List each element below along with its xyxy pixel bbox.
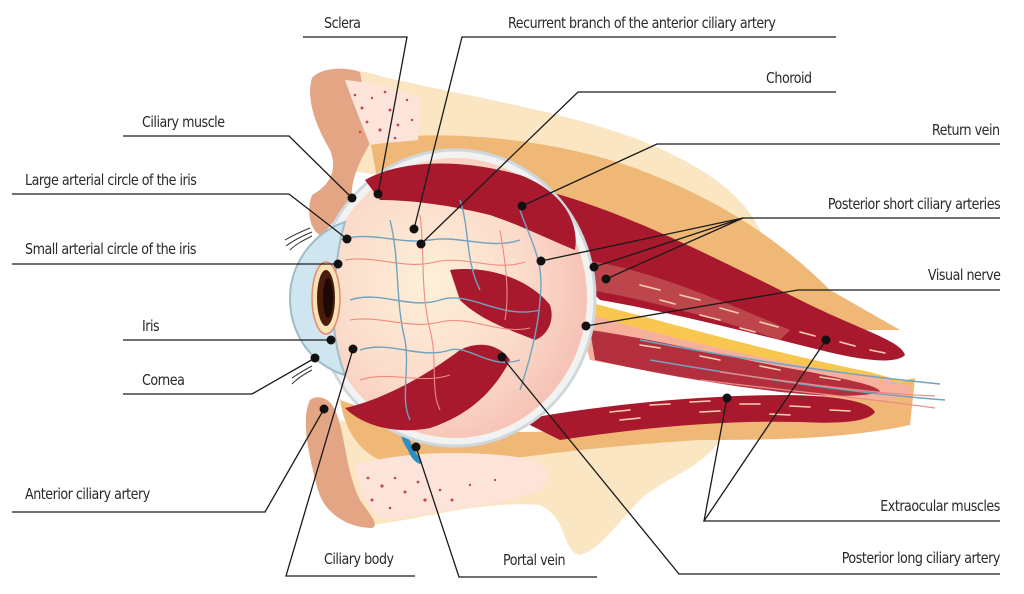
label-return-vein: Return vein [932, 121, 1000, 139]
dot-iris [326, 335, 336, 345]
leader-sclera [303, 36, 408, 195]
leader-visual-nerve [585, 289, 1000, 327]
dot-ciliary-body [348, 344, 358, 354]
dot-choroid [416, 239, 426, 249]
dot-visual-nerve [581, 321, 591, 331]
dot-extraocular-2 [722, 393, 732, 403]
dot-recurrent-branch [409, 224, 419, 234]
label-portal-vein: Portal vein [503, 551, 566, 569]
lower-bone-inner [355, 453, 548, 520]
leader-posterior-short-2 [593, 217, 744, 268]
upper-muscle-wide [520, 185, 905, 361]
label-ciliary-muscle: Ciliary muscle [142, 113, 225, 131]
portal-vein-shape [401, 432, 422, 464]
dot-large-arterial-circle [342, 234, 352, 244]
middle-muscle [590, 330, 880, 396]
label-visual-nerve: Visual nerve [927, 266, 1000, 284]
lower-muscle-on-globe [345, 344, 510, 431]
bone-dots-lower [366, 476, 497, 510]
leader-large-arterial-circle [12, 193, 348, 240]
label-posterior-long-ciliary: Posterior long ciliary artery [841, 549, 1001, 567]
lower-bone [305, 397, 375, 528]
dot-sclera [373, 189, 383, 199]
nerve-fibers [639, 339, 946, 401]
dot-posterior-short-3 [601, 274, 611, 284]
leader-anterior-ciliary-artery [12, 408, 325, 513]
label-extraocular-muscles: Extraocular muscles [880, 497, 1000, 515]
lower-muscle [520, 395, 875, 440]
eyeball [284, 148, 597, 448]
nerve-yellow-band [580, 300, 905, 388]
brow-bone-inner [345, 80, 420, 145]
dot-cornea [310, 353, 320, 363]
leader-lines [12, 36, 1000, 578]
muscle-striations [609, 284, 886, 421]
label-large-arterial-circle: Large arterial circle of the iris [25, 171, 197, 189]
label-choroid: Choroid [766, 69, 812, 87]
nerve-fibers-red [699, 371, 936, 409]
label-small-arterial-circle: Small arterial circle of the iris [25, 240, 196, 258]
dot-small-arterial-circle [333, 259, 343, 269]
label-sclera: Sclera [324, 14, 361, 32]
vessels-veins [339, 199, 542, 421]
label-iris: Iris [142, 317, 160, 335]
dot-posterior-short-2 [589, 262, 599, 272]
eyelashes-upper [284, 227, 313, 251]
label-anterior-ciliary-artery: Anterior ciliary artery [25, 485, 150, 503]
dot-extraocular-1 [821, 335, 831, 345]
leader-recurrent-branch [413, 36, 836, 230]
leader-posterior-short-3 [605, 217, 744, 280]
posterior-muscle-fan [450, 269, 552, 340]
eyelashes-lower [291, 365, 313, 385]
leader-portal-vein [415, 446, 597, 578]
label-ciliary-body: Ciliary body [324, 550, 394, 568]
muscle-upper-shadow [585, 260, 790, 340]
leader-posterior-long [501, 356, 1000, 575]
pupil-inner [323, 278, 333, 318]
dot-return-vein [517, 201, 527, 211]
label-cornea: Cornea [142, 371, 185, 389]
pointer-dots [310, 189, 831, 452]
dot-portal-vein [411, 442, 421, 452]
dot-anterior-ciliary-artery [319, 404, 329, 414]
leader-ciliary-body [285, 348, 415, 577]
dot-posterior-short-1 [536, 256, 546, 266]
leader-choroid [420, 91, 836, 245]
label-recurrent-branch: Recurrent branch of the anterior ciliary… [508, 14, 776, 32]
label-posterior-short-ciliary: Posterior short ciliary arteries [827, 195, 1001, 213]
dot-posterior-long [497, 352, 507, 362]
leader-cornea [123, 357, 316, 395]
upper-muscle-on-globe [365, 163, 576, 250]
leader-return-vein [521, 143, 1000, 207]
extraocular-muscle-group [520, 185, 946, 440]
leader-extraocular-2 [703, 397, 728, 522]
leader-ciliary-muscle [123, 135, 353, 199]
bone-dots-upper [353, 90, 414, 140]
dot-ciliary-muscle [347, 193, 357, 203]
